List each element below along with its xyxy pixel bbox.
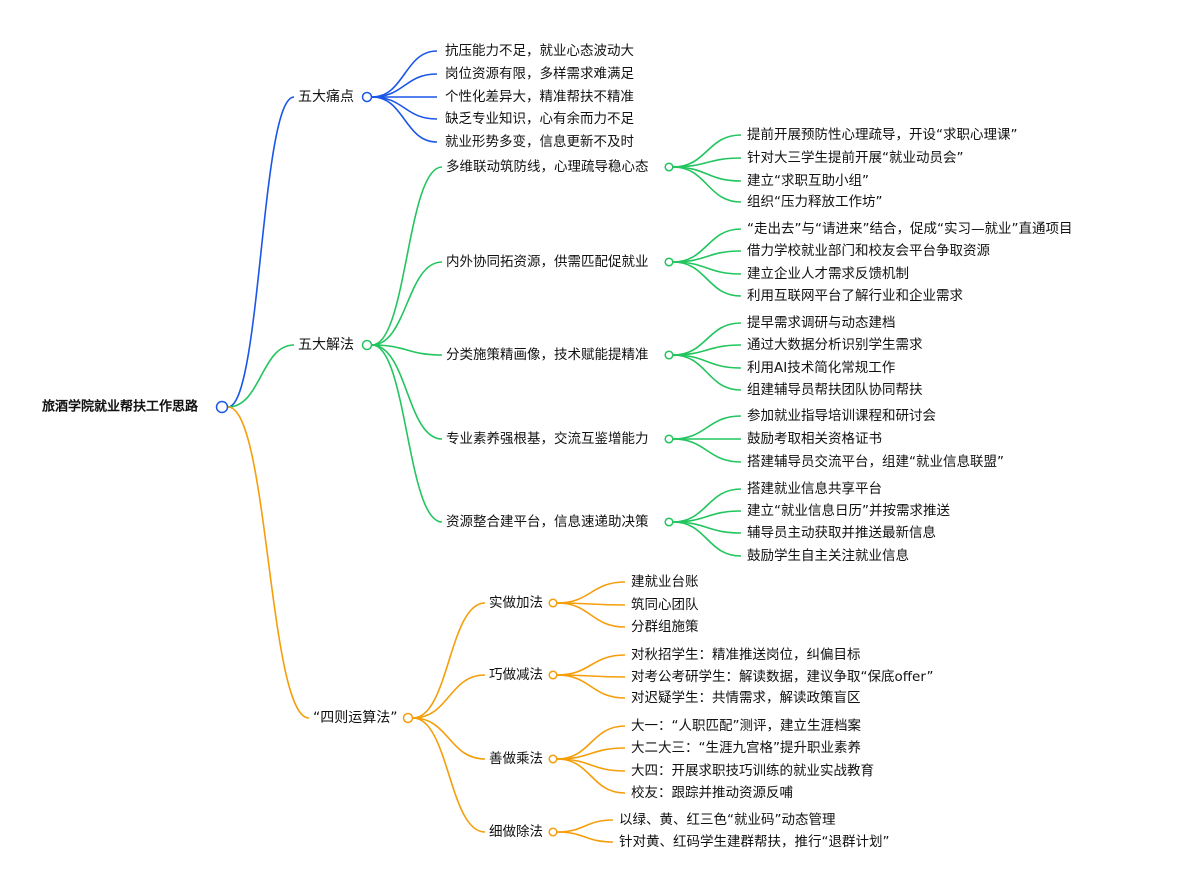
edge-arith-leaf — [556, 674, 626, 699]
pain-leaf-label: 个性化差异大，精准帮扶不精准 — [445, 89, 634, 105]
solution-leaf-label: 组织“压力释放工作坊” — [747, 194, 883, 210]
arith-l2-label: 善做乘法 — [489, 751, 543, 767]
edge-solution-leaf — [672, 415, 742, 440]
solution-leaf-label: 参加就业指导培训课程和研讨会 — [747, 407, 936, 424]
edge-arith-leaf — [556, 758, 626, 794]
arith-leaf-label: 对迟疑学生：共情需求，解读政策盲区 — [631, 689, 861, 706]
arith-leaf-label: 大一：“人职匹配”测评，建立生涯档案 — [631, 717, 861, 734]
mind-map-edges — [227, 50, 742, 843]
solution-l2-node[interactable] — [664, 517, 674, 527]
edge-arith-l2 — [412, 602, 486, 719]
solution-l2-label: 分类施策精画像，技术赋能提精准 — [446, 346, 649, 363]
solution-l2-node[interactable] — [664, 162, 674, 172]
solution-l2-node[interactable] — [664, 257, 674, 267]
arith-leaf-label: 大四：开展求职技巧训练的就业实战教育 — [631, 763, 874, 779]
edge-solution-l2 — [371, 344, 443, 523]
solution-leaf-label: 搭建辅导员交流平台，组建“就业信息联盟” — [747, 453, 1004, 470]
edge-solution-l2 — [371, 261, 443, 346]
branch-node-pain[interactable] — [361, 91, 373, 103]
pain-leaf-label: 抗压能力不足，就业心态波动大 — [445, 43, 634, 59]
arith-l2-label: 实做加法 — [489, 595, 543, 611]
branch-node-solution[interactable] — [361, 339, 373, 351]
arith-l2-node[interactable] — [548, 598, 558, 608]
solution-leaf-label: 辅导员主动获取并推送最新信息 — [747, 524, 936, 541]
edge-arith-l2 — [412, 717, 486, 833]
edge-arith-leaf — [556, 581, 626, 604]
edge-arith-leaf — [556, 654, 626, 676]
edge-solution-leaf — [672, 438, 742, 463]
solution-leaf-label: 组建辅导员帮扶团队协同帮扶 — [747, 382, 923, 398]
solution-l2-label: 内外协同拓资源，供需匹配促就业 — [446, 254, 649, 270]
edge-pain-leaf — [371, 50, 438, 98]
edge-solution-l2 — [371, 344, 443, 356]
edge-pain-leaf — [371, 96, 438, 120]
solution-leaf-label: 借力学校就业部门和校友会平台争取资源 — [747, 242, 990, 259]
edge-arith-leaf — [556, 831, 614, 843]
edge-pain-leaf — [371, 96, 438, 143]
solution-leaf-label: 建立企业人才需求反馈机制 — [747, 265, 909, 282]
solution-leaf-label: 搭建就业信息共享平台 — [747, 480, 882, 497]
edge-root-solution — [227, 344, 295, 408]
solution-leaf-label: 鼓励考取相关资格证书 — [747, 431, 882, 447]
edge-solution-leaf — [672, 261, 742, 297]
arith-leaf-label: 筑同心团队 — [631, 597, 699, 613]
arith-l2-label: 巧做减法 — [489, 667, 543, 683]
edge-arith-leaf — [556, 602, 626, 628]
edge-root-pain — [227, 96, 295, 408]
pain-leaf-label: 就业形势多变，信息更新不及时 — [445, 133, 634, 150]
arith-leaf-label: 建就业台账 — [631, 574, 699, 590]
solution-l2-label: 多维联动筑防线，心理疏导稳心态 — [446, 158, 649, 175]
arith-leaf-label: 对考公考研学生：解读数据，建议争取“保底offer” — [631, 669, 933, 685]
edge-solution-l2 — [371, 166, 443, 346]
solution-leaf-label: 鼓励学生自主关注就业信息 — [747, 547, 909, 564]
solution-leaf-label: 建立“就业信息日历”并按需求推送 — [747, 502, 950, 519]
edge-arith-l2 — [412, 674, 486, 719]
root-node[interactable] — [215, 400, 229, 414]
edge-solution-leaf — [672, 166, 742, 203]
arith-leaf-label: 校友：跟踪并推动资源反哺 — [631, 784, 793, 801]
arith-leaf-label: 分群组施策 — [631, 618, 699, 635]
solution-l2-label: 资源整合建平台，信息速递助决策 — [446, 513, 649, 530]
edge-solution-l2 — [371, 344, 443, 440]
branch-label-arith: “四则运算法” — [313, 710, 398, 726]
solution-leaf-label: “走出去”与“请进来”结合，促成“实习—就业”直通项目 — [747, 221, 1072, 237]
solution-leaf-label: 通过大数据分析识别学生需求 — [747, 337, 923, 353]
arith-l2-node[interactable] — [548, 827, 558, 837]
arith-l2-node[interactable] — [548, 670, 558, 680]
mind-map-nodes: 旅酒学院就业帮扶工作思路 五大痛点 抗压能力不足，就业心态波动大岗位资源有限，多样需… — [42, 43, 1072, 850]
solution-l2-node[interactable] — [664, 434, 674, 444]
solution-l2-node[interactable] — [664, 350, 674, 360]
arith-l2-node[interactable] — [548, 754, 558, 764]
pain-leaf-label: 缺乏专业知识，心有余而力不足 — [445, 110, 634, 127]
solution-leaf-label: 针对大三学生提前开展“就业动员会” — [747, 149, 964, 166]
arith-leaf-label: 对秋招学生：精准推送岗位，纠偏目标 — [631, 647, 861, 663]
edge-solution-leaf — [672, 521, 742, 557]
edge-arith-l2 — [412, 717, 486, 760]
edge-solution-leaf — [672, 354, 742, 391]
arith-leaf-label: 以绿、黄、红三色“就业码”动态管理 — [619, 811, 836, 828]
root-node-label: 旅酒学院就业帮扶工作思路 — [42, 399, 199, 415]
solution-leaf-label: 建立“求职互助小组” — [747, 173, 869, 189]
edge-solution-leaf — [672, 166, 742, 182]
arith-l2-label: 细做除法 — [489, 824, 543, 840]
edge-root-arith — [227, 406, 310, 719]
branch-label-solution: 五大解法 — [298, 337, 354, 353]
edge-pain-leaf — [371, 73, 438, 98]
pain-leaf-label: 岗位资源有限，多样需求难满足 — [445, 65, 634, 82]
solution-leaf-label: 提前开展预防性心理疏导，开设“求职心理课” — [747, 126, 1018, 143]
branch-label-pain: 五大痛点 — [298, 88, 354, 105]
edge-arith-leaf — [556, 819, 614, 833]
solution-l2-label: 专业素养强根基，交流互鉴增能力 — [446, 430, 649, 447]
solution-leaf-label: 提早需求调研与动态建档 — [747, 315, 896, 331]
arith-leaf-label: 大二大三：“生涯九宫格”提升职业素养 — [631, 740, 861, 756]
solution-leaf-label: 利用AI技术简化常规工作 — [747, 359, 895, 376]
arith-leaf-label: 针对黄、红码学生建群帮扶，推行“退群计划” — [619, 834, 890, 850]
solution-leaf-label: 利用互联网平台了解行业和企业需求 — [747, 287, 963, 304]
branch-node-arith[interactable] — [402, 712, 414, 724]
